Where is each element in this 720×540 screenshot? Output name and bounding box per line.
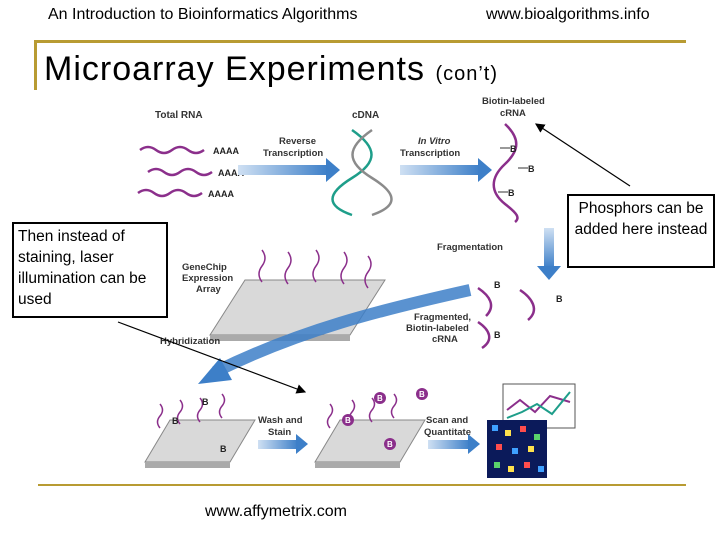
hybrid-b-2: B xyxy=(172,416,179,426)
label-cdna: cDNA xyxy=(352,110,379,121)
result-plot-line-2 xyxy=(506,391,571,419)
biotin-b-2: B xyxy=(528,164,535,174)
arrow-reverse-transcription-head xyxy=(326,158,340,182)
header-website: www.bioalgorithms.info xyxy=(486,6,650,23)
pointer-right-callout xyxy=(534,123,631,187)
slide-title: Microarray Experiments (con’t) xyxy=(44,50,498,89)
pointer-left-callout xyxy=(117,321,307,394)
stained-probes xyxy=(326,393,398,429)
label-biotin-crna-line2: cRNA xyxy=(500,108,526,119)
arrow-reverse-transcription-shaft xyxy=(238,165,328,175)
arrow-in-vitro-shaft xyxy=(400,165,480,175)
stain-dot-1 xyxy=(374,392,386,404)
slide-title-suffix: (con’t) xyxy=(435,63,499,85)
biotin-b-1: B xyxy=(510,144,517,154)
arrow-in-vitro-head xyxy=(478,158,492,182)
slide-title-main: Microarray Experiments xyxy=(44,50,425,88)
callout-phosphors: Phosphors can be added here instead xyxy=(567,194,715,268)
genechip-probes xyxy=(258,249,372,289)
stain-dot-b-3: B xyxy=(387,440,393,449)
label-genechip-array: Array xyxy=(196,284,222,295)
biotin-b-3: B xyxy=(508,188,515,198)
biotin-crna-strand xyxy=(492,123,519,223)
label-genechip-expression: Expression xyxy=(182,273,233,284)
fragment-3 xyxy=(519,288,536,321)
fragment-b-3: B xyxy=(494,330,501,340)
label-quantitate: Quantitate xyxy=(424,427,471,438)
label-scan: Scan and xyxy=(426,415,468,426)
stain-dot-b-1: B xyxy=(377,394,383,403)
cdna-strand-a xyxy=(331,128,373,217)
hybridized-chip xyxy=(144,419,256,463)
title-rule-left xyxy=(34,40,37,90)
footer-source-url: www.affymetrix.com xyxy=(205,503,347,520)
header-course-title: An Introduction to Bioinformatics Algori… xyxy=(48,6,358,23)
fragment-1 xyxy=(477,286,493,317)
arrow-hybridization-shaft xyxy=(212,284,472,378)
arrow-scan-head xyxy=(468,434,480,454)
stained-chip xyxy=(314,419,426,463)
arrow-fragmentation-shaft xyxy=(544,228,554,268)
hybrid-b-1: B xyxy=(202,397,209,407)
hybridized-probes xyxy=(156,393,226,429)
label-hybridization: Hybridization xyxy=(160,336,220,347)
stain-dot-b-4: B xyxy=(419,390,425,399)
polya-tail-3: AAAA xyxy=(208,189,234,199)
callout-laser-illumination: Then instead of staining, laser illumina… xyxy=(12,222,168,318)
rna-strand-1 xyxy=(139,145,205,155)
polya-tail-1: AAAA xyxy=(213,146,239,156)
arrow-fragmentation-head xyxy=(537,266,561,280)
hybridized-chip-edge xyxy=(145,462,230,468)
label-stain: Stain xyxy=(268,427,291,438)
fragment-b-1: B xyxy=(494,280,501,290)
label-genechip: GeneChip xyxy=(182,262,227,273)
label-in-vitro-transcription: Transcription xyxy=(400,148,460,159)
hybrid-b-3: B xyxy=(220,444,227,454)
arrow-wash-head xyxy=(296,434,308,454)
polya-tail-2: AAAA xyxy=(218,168,244,178)
genechip-array xyxy=(209,279,386,336)
label-wash: Wash and xyxy=(258,415,303,426)
label-fragmented-line3: cRNA xyxy=(432,334,458,345)
result-plot-line-1 xyxy=(506,394,571,414)
label-fragmented-line1: Fragmented, xyxy=(414,312,471,323)
label-in-vitro: In Vitro xyxy=(418,136,451,147)
scanned-array-spots xyxy=(492,425,544,472)
stain-dot-4 xyxy=(416,388,428,400)
label-total-rna: Total RNA xyxy=(155,110,203,121)
fragment-b-2: B xyxy=(556,294,563,304)
stain-dot-3 xyxy=(384,438,396,450)
rna-strand-3 xyxy=(137,188,203,198)
label-reverse-transcription: Transcription xyxy=(263,148,323,159)
stained-chip-edge xyxy=(315,462,400,468)
label-biotin-crna-line1: Biotin-labeled xyxy=(482,96,545,107)
cdna-strand-b xyxy=(351,128,393,217)
title-rule-top xyxy=(34,40,686,43)
label-fragmented-line2: Biotin-labeled xyxy=(406,323,469,334)
arrow-wash-shaft xyxy=(258,440,298,449)
stain-dot-2 xyxy=(342,414,354,426)
arrow-scan-shaft xyxy=(428,440,470,449)
label-reverse: Reverse xyxy=(279,136,316,147)
label-fragmentation: Fragmentation xyxy=(437,242,503,253)
stain-dot-b-2: B xyxy=(345,416,351,425)
arrow-hybridization-head xyxy=(198,358,232,384)
rna-strand-2 xyxy=(147,167,213,177)
footer-rule xyxy=(38,484,686,486)
fragment-2 xyxy=(477,320,491,350)
